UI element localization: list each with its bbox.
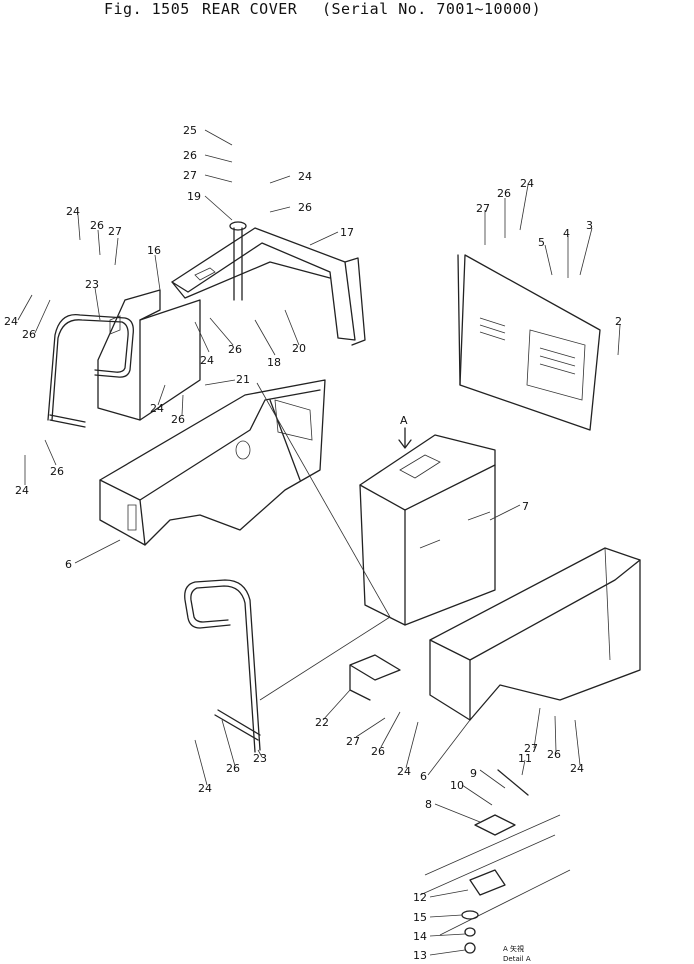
rod-19 [229, 221, 247, 301]
leader-lines [17, 129, 621, 956]
callout-label: 25 [183, 124, 197, 137]
callout-label: 10 [450, 779, 464, 792]
callout-label: 24 [66, 205, 80, 218]
callout-label: 24 [4, 315, 18, 328]
callout-label: 6 [420, 770, 427, 783]
center-cover-7 [359, 434, 496, 626]
callout-label: 11 [518, 752, 532, 765]
detail-caption-line1: A 矢視 [503, 944, 524, 953]
callout-label: 13 [413, 949, 427, 962]
callout-label: 26 [497, 187, 511, 200]
detail-caption-line2: Detail A [503, 955, 531, 963]
callout-label: 24 [198, 782, 212, 795]
callout-label: 27 [183, 169, 197, 182]
callout-label: 7 [522, 500, 529, 513]
callout-label: 26 [547, 748, 561, 761]
callout-label: 24 [150, 402, 164, 415]
left-cover-6 [99, 379, 326, 546]
callout-label: 27 [108, 225, 122, 238]
callout-label: 26 [371, 745, 385, 758]
serial-range: (Serial No. 7001~10000) [322, 0, 542, 18]
handrail-23-bottom [184, 579, 261, 753]
right-cover-6 [429, 547, 641, 721]
bracket-16 [97, 289, 201, 421]
callout-label: 26 [171, 413, 185, 426]
callout-label: 26 [50, 465, 64, 478]
callout-label: 27 [524, 742, 538, 755]
callout-label: 17 [340, 226, 354, 239]
callout-label: 21 [236, 373, 250, 386]
callout-label: 2 [615, 315, 622, 328]
callout-label: 8 [425, 798, 432, 811]
callout-label: 23 [85, 278, 99, 291]
callout-label: 27 [346, 735, 360, 748]
view-marker-label: A [400, 414, 408, 427]
callout-label: 23 [253, 752, 267, 765]
callout-label: 15 [413, 911, 427, 924]
callout-label: 5 [538, 236, 545, 249]
callout-label: 6 [65, 558, 72, 571]
callout-label: 26 [226, 762, 240, 775]
callout-label: 14 [413, 930, 427, 943]
callout-label: 4 [563, 227, 570, 240]
callout-label: 26 [228, 343, 242, 356]
callout-label: 12 [413, 891, 427, 904]
cover-17 [171, 227, 366, 346]
panel-3 [457, 254, 601, 431]
callout-label: 19 [187, 190, 201, 203]
callout-label: 3 [586, 219, 593, 232]
callout-label: 27 [476, 202, 490, 215]
callout-label: 20 [292, 342, 306, 355]
callout-label: 24 [397, 765, 411, 778]
callout-label: 24 [570, 762, 584, 775]
handrail-23-top [47, 314, 134, 428]
callout-label: 9 [470, 767, 477, 780]
view-arrow-a: A [398, 414, 412, 449]
callout-label: 26 [183, 149, 197, 162]
bracket-22 [349, 654, 401, 701]
callout-label: 24 [200, 354, 214, 367]
callout-labels: 25 26 27 19 24 26 17 24 26 27 16 24 26 2… [4, 124, 622, 962]
callout-label: 18 [267, 356, 281, 369]
callout-label: 24 [520, 177, 534, 190]
callout-label: 26 [22, 328, 36, 341]
callout-label: 26 [298, 201, 312, 214]
callout-label: 26 [90, 219, 104, 232]
callout-label: 24 [15, 484, 29, 497]
callout-label: 22 [315, 716, 329, 729]
callout-label: 24 [298, 170, 312, 183]
detail-a-view [419, 769, 571, 954]
figure-number: Fig. 1505 [104, 0, 190, 18]
figure-title: REAR COVER [202, 0, 298, 18]
callout-label: 16 [147, 244, 161, 257]
